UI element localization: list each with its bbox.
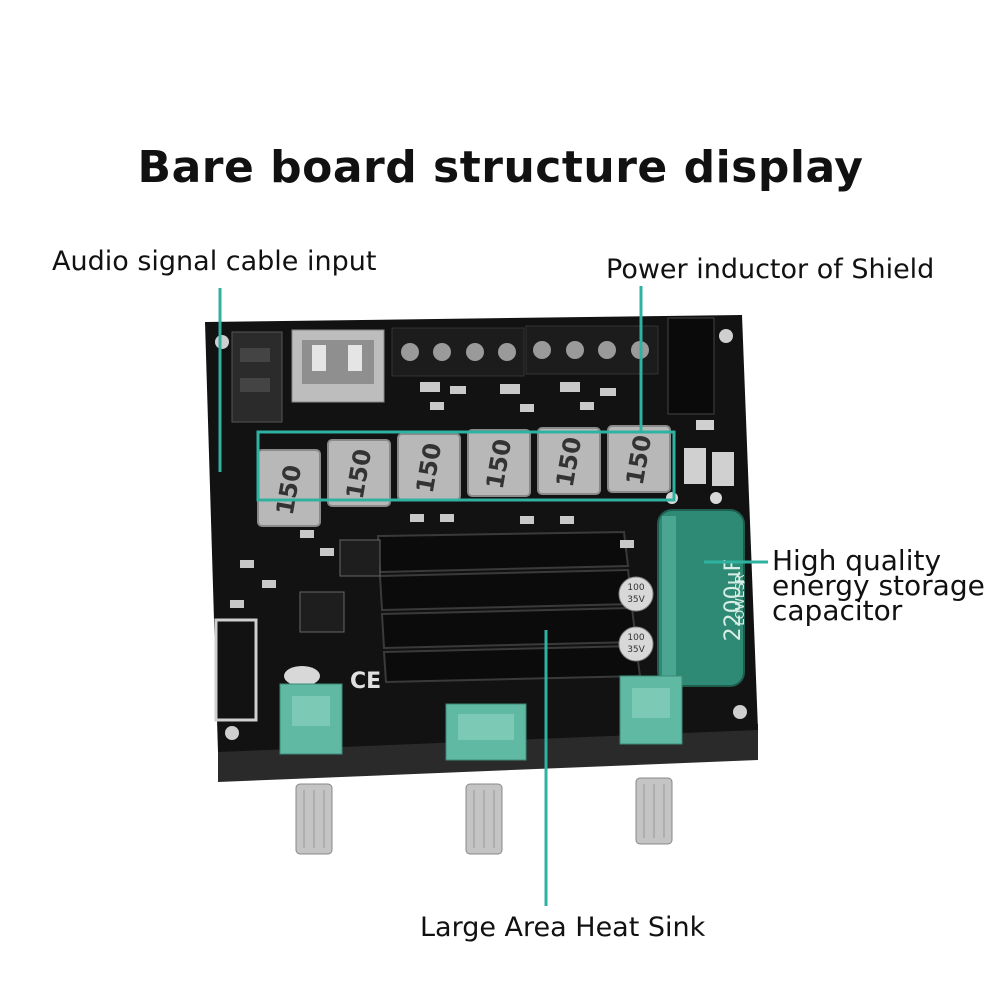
potentiometer bbox=[279, 683, 343, 755]
crystal bbox=[284, 666, 320, 686]
inductor bbox=[327, 439, 391, 507]
inductor-highlight-box bbox=[256, 430, 676, 502]
potentiometer bbox=[619, 675, 683, 745]
svg-text:100: 100 bbox=[627, 583, 644, 593]
inductor-row bbox=[257, 425, 671, 527]
svg-text:LOWESR: LOWESR bbox=[733, 574, 747, 625]
ce-mark: CE bbox=[350, 669, 381, 694]
inductor bbox=[607, 425, 671, 493]
potentiometer bbox=[445, 703, 527, 761]
dc-power-jack bbox=[667, 317, 715, 415]
svg-text:2200µF: 2200µF bbox=[721, 559, 746, 642]
callout-capacitor-line: High quality bbox=[772, 544, 942, 577]
callout-capacitor: High quality energy storage capacitor bbox=[772, 544, 985, 627]
svg-text:35V: 35V bbox=[627, 645, 645, 655]
callout-audio-input: Audio signal cable input bbox=[52, 246, 377, 277]
callout-power-inductor: Power inductor of Shield bbox=[606, 254, 935, 285]
callout-heat-sink: Large Area Heat Sink bbox=[420, 912, 706, 943]
inductor bbox=[537, 427, 601, 495]
small-capacitor: 100 35V bbox=[618, 626, 654, 662]
page-title: Bare board structure display bbox=[137, 142, 864, 193]
small-capacitor: 100 35V bbox=[618, 576, 654, 612]
inductor bbox=[467, 429, 531, 497]
audio-jack bbox=[231, 331, 283, 423]
svg-text:35V: 35V bbox=[627, 595, 645, 605]
callout-capacitor-line: capacitor bbox=[772, 594, 903, 627]
heat-sink bbox=[376, 530, 642, 684]
large-capacitor: 2200µF LOWESR bbox=[657, 509, 747, 687]
svg-text:100: 100 bbox=[627, 633, 644, 643]
callout-capacitor-line: energy storage bbox=[772, 569, 985, 602]
bluetooth-antenna bbox=[214, 618, 258, 722]
